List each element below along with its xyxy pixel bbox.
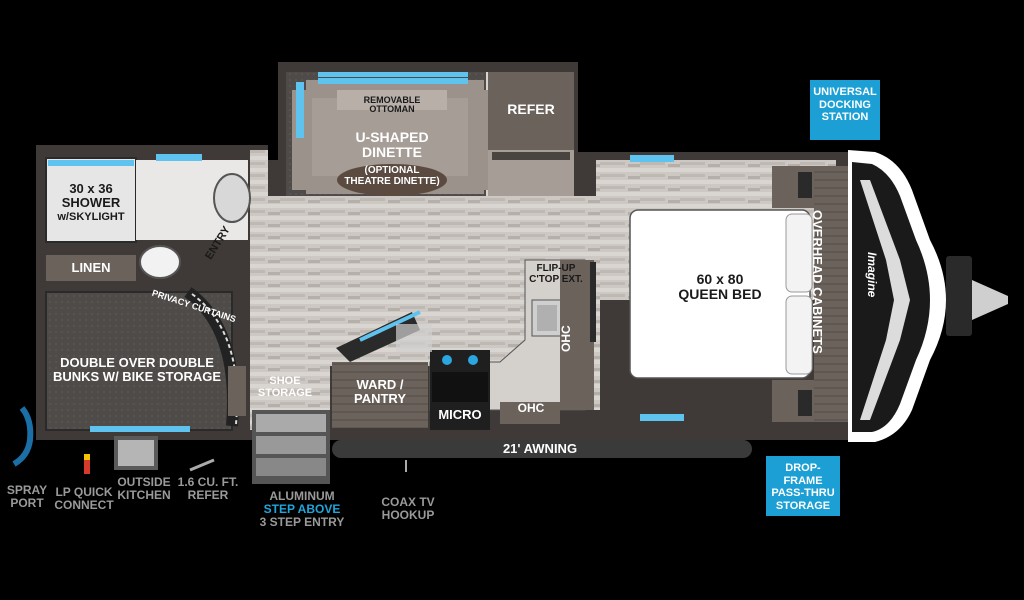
dinette-line-1: U-SHAPED (355, 129, 429, 145)
ward-line-2: PANTRY (354, 390, 406, 406)
ohc-bottom-label: OHC (517, 401, 545, 415)
coax-line-2: HOOKUP (381, 508, 435, 523)
exterior-features (12, 406, 407, 474)
step-line-1: ALUMINUM (269, 489, 335, 503)
awning-label: 21' AWNING (502, 441, 578, 456)
windows (296, 72, 468, 138)
coax-hookup-label: COAX TV HOOKUP (378, 495, 438, 523)
bunk-room (45, 287, 246, 432)
bed-size: 60 x 80 (696, 271, 744, 287)
outside-refer-line-2: REFER (187, 488, 229, 503)
dinette-note-line-1: (OPTIONAL (364, 165, 420, 176)
bunks-label: DOUBLE OVER DOUBLE BUNKS W/ BIKE STORAGE (52, 356, 222, 383)
dinette-label: U-SHAPED DINETTE (332, 130, 452, 159)
entry-steps (252, 410, 330, 484)
spray-line-1: SPRAY (6, 483, 48, 497)
dropframe-line-2: PASS-THRU (771, 487, 835, 500)
brand-logo: Imagine (865, 252, 879, 298)
ottoman-line-1: REMOVABLE (363, 95, 421, 105)
bedroom (629, 155, 848, 422)
lp-line-1: LP QUICK (55, 485, 113, 499)
dropframe-line-1: DROP-FRAME (783, 462, 823, 487)
bed-label: 60 x 80 QUEEN BED (660, 272, 780, 301)
step-line-3: 3 STEP ENTRY (259, 515, 345, 530)
dinette-line-2: DINETTE (362, 143, 422, 160)
dinette-note-label: (OPTIONAL THEATRE DINETTE) (332, 165, 452, 187)
dinette-note-line-2: THEATRE DINETTE) (344, 175, 440, 187)
micro-label: MICRO (438, 407, 482, 422)
coax-line-1: COAX TV (381, 495, 435, 509)
docking-line-3: STATION (821, 111, 869, 124)
docking-line-2: DOCKING (819, 98, 871, 111)
spray-line-2: PORT (10, 496, 44, 511)
outside-refer-label: 1.6 CU. FT. REFER (176, 475, 240, 503)
bed-title: QUEEN BED (678, 285, 762, 302)
bunks-line-1: DOUBLE OVER DOUBLE (60, 355, 214, 370)
shower-title: SHOWER (61, 194, 121, 210)
kitchen-line-1: OUTSIDE (117, 475, 171, 489)
flipup-line-1: FLIP-UP (536, 263, 576, 274)
ohc-side-label: OHC (559, 325, 573, 352)
dinette-slide (286, 72, 574, 196)
flipup-line-2: C'TOP EXT. (529, 273, 583, 285)
ward-pantry-label: WARD / PANTRY (336, 378, 424, 405)
awning-rail (332, 440, 752, 458)
shower-size: 30 x 36 (69, 181, 113, 196)
drop-frame-callout: DROP-FRAME PASS-THRU STORAGE (766, 456, 840, 516)
refer-label: REFER (507, 101, 555, 117)
lp-line-2: CONNECT (54, 498, 114, 513)
ottoman-label: REMOVABLE OTTOMAN (348, 95, 436, 115)
dropframe-line-3: STORAGE (775, 499, 831, 512)
outside-kitchen-label: OUTSIDE KITCHEN (114, 475, 174, 503)
outside-refer-line-1: 1.6 CU. FT. (177, 475, 239, 489)
step-entry-label: ALUMINUM STEP ABOVE 3 STEP ENTRY (252, 489, 352, 530)
bathroom (45, 154, 251, 289)
shower-label: 30 x 36 SHOWER w/SKYLIGHT (48, 182, 134, 224)
docking-line-1: UNIVERSAL (813, 86, 877, 98)
shoe-line-1: SHOE (269, 375, 301, 387)
linen-label: LINEN (71, 260, 111, 275)
spray-port-label: SPRAY PORT (6, 483, 48, 511)
ward-line-1: WARD / (356, 377, 404, 392)
flipup-label: FLIP-UP C'TOP EXT. (528, 263, 584, 285)
lp-connect-label: LP QUICK CONNECT (52, 485, 116, 513)
shoe-line-2: STORAGE (257, 386, 313, 399)
kitchen-line-2: KITCHEN (117, 488, 171, 503)
kitchen (429, 259, 596, 430)
ward-pantry (332, 310, 432, 428)
step-line-2: STEP ABOVE (263, 502, 341, 517)
overhead-cabinets-label: OVERHEAD CABINETS (810, 210, 825, 354)
front-cap (848, 150, 1008, 442)
docking-station-callout: UNIVERSAL DOCKING STATION (810, 80, 880, 140)
ottoman-line-2: OTTOMAN (369, 104, 415, 115)
bunks-line-2: BUNKS W/ BIKE STORAGE (52, 368, 222, 384)
shoe-storage-label: SHOE STORAGE (256, 375, 314, 399)
shower-note: w/SKYLIGHT (57, 211, 125, 224)
